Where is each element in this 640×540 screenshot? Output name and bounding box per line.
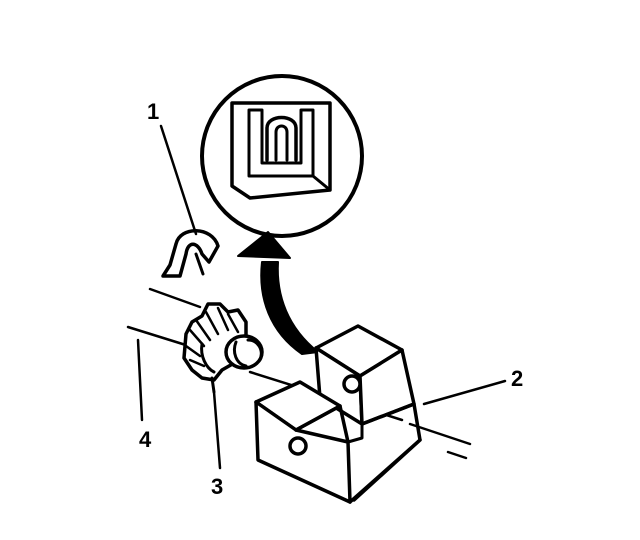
callout-2: 2 — [511, 366, 524, 391]
leader-lines — [136, 124, 507, 470]
detail-magnifier — [200, 74, 364, 238]
callout-1: 1 — [147, 99, 160, 124]
callout-3: 3 — [211, 474, 224, 499]
gear — [182, 302, 264, 394]
u-clip — [161, 229, 220, 278]
curved-arrow — [237, 231, 319, 355]
bearing-block — [254, 324, 422, 504]
callout-4: 4 — [139, 427, 152, 452]
